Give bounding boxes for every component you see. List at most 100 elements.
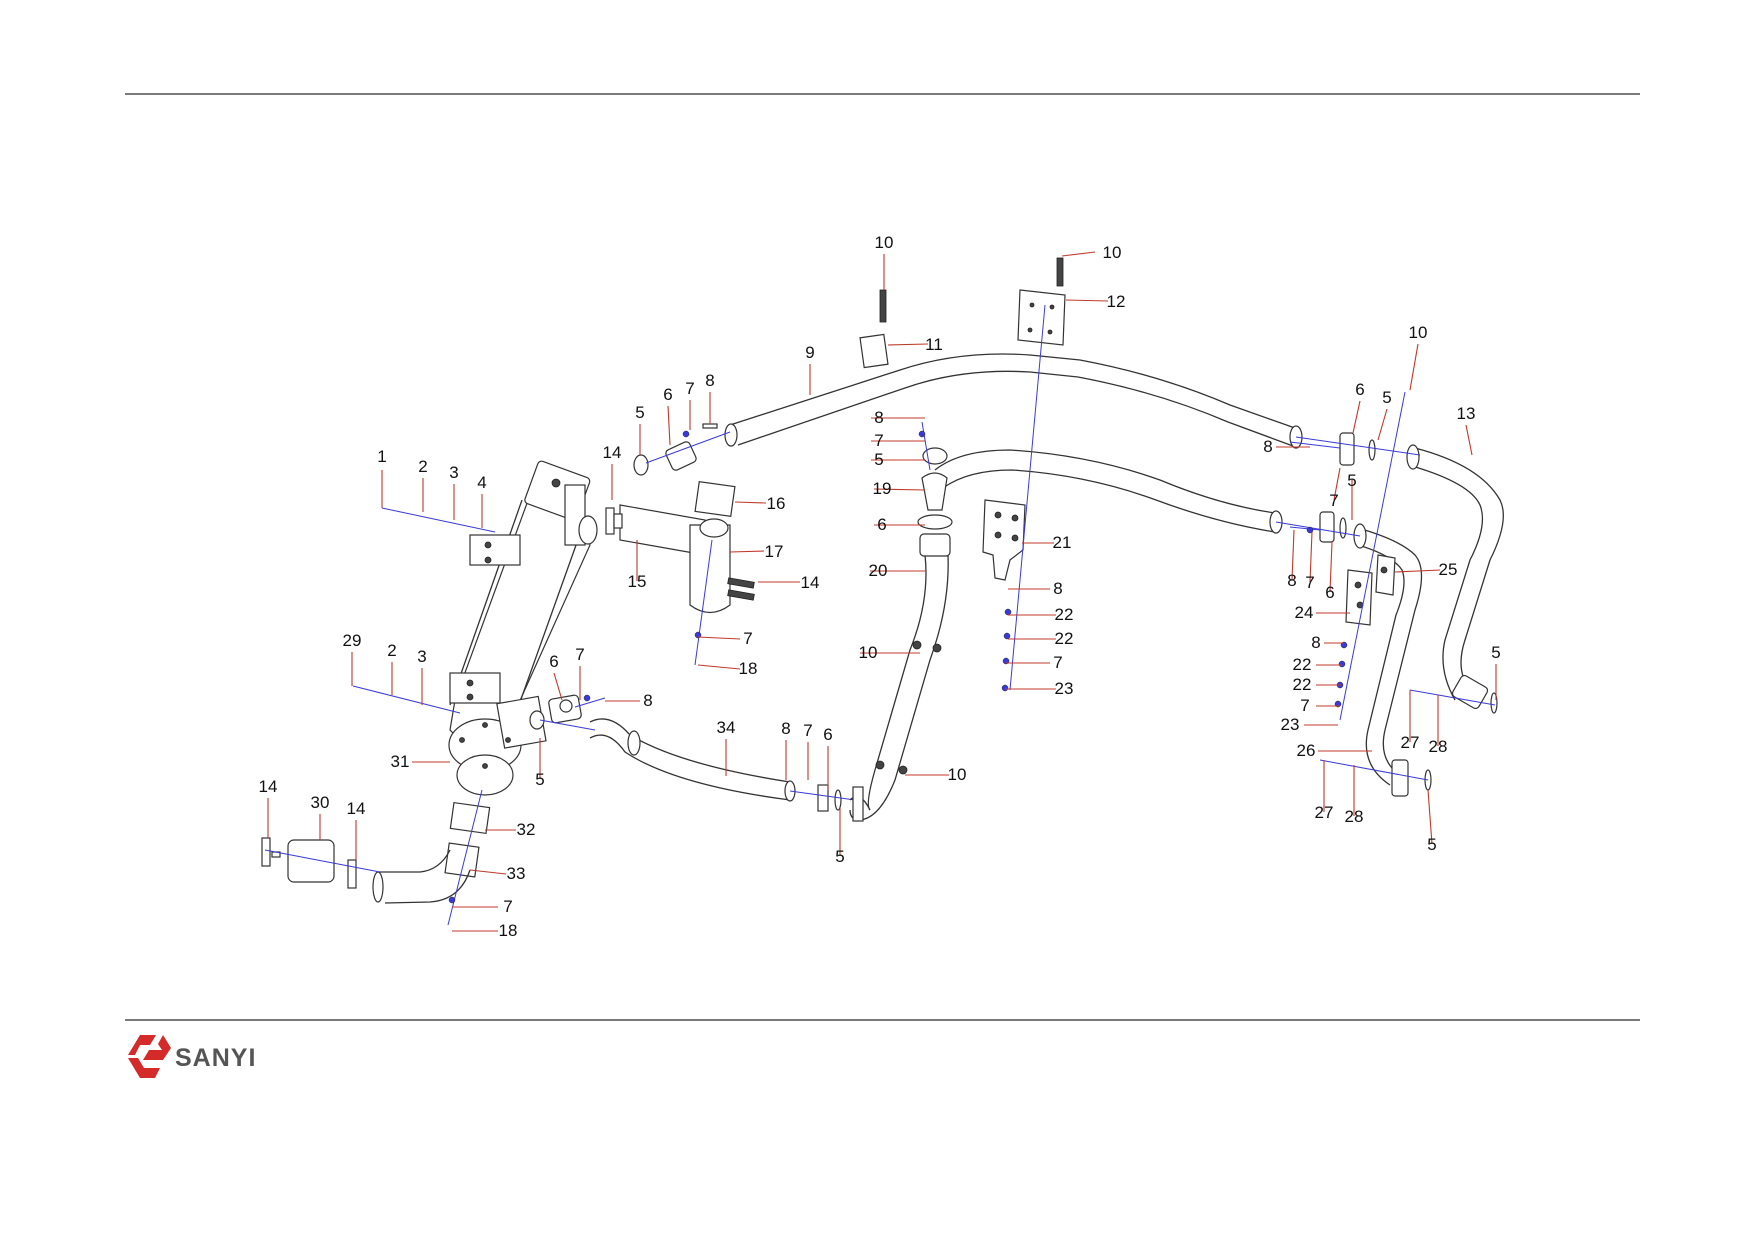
callout-number: 30	[311, 793, 330, 812]
callout-number: 4	[477, 473, 486, 492]
callout-number: 6	[549, 652, 558, 671]
callout-number: 7	[1300, 696, 1309, 715]
axis-8-right	[1289, 441, 1341, 449]
bracket-24-25	[1345, 554, 1396, 626]
callout-number: 17	[765, 542, 784, 561]
callout-number: 7	[1053, 653, 1062, 672]
callout-number: 6	[823, 725, 832, 744]
axis-24-stack	[1339, 391, 1406, 721]
flanges-right	[1275, 432, 1421, 543]
callout-number: 8	[705, 371, 714, 390]
callout-number: 5	[1427, 835, 1436, 854]
axis-bolt-1	[381, 507, 496, 533]
pipe-34	[529, 694, 796, 802]
callout-number: 7	[803, 721, 812, 740]
callout-number: 6	[1355, 380, 1364, 399]
callout-number: 15	[628, 572, 647, 591]
callout-number: 7	[874, 431, 883, 450]
callout-number: 5	[874, 450, 883, 469]
callout-number: 9	[805, 343, 814, 362]
leader-line	[734, 501, 767, 504]
axis-21-stack	[1009, 304, 1046, 691]
callout-number: 5	[1491, 643, 1500, 662]
leader-line	[1465, 424, 1473, 456]
callout-number: 7	[503, 897, 512, 916]
leader-line	[1061, 251, 1096, 257]
callout-number: 10	[1103, 243, 1122, 262]
callout-number: 7	[685, 379, 694, 398]
leader-line	[667, 405, 671, 446]
brand-name: SANYI	[175, 1044, 256, 1072]
callout-number: 19	[873, 479, 892, 498]
callout-number: 2	[418, 457, 427, 476]
leader-line	[1427, 789, 1433, 845]
leader-line	[1333, 467, 1341, 501]
callout-number: 5	[835, 847, 844, 866]
callout-number: 34	[717, 718, 736, 737]
axis-8-mid	[574, 697, 606, 708]
callout-number: 7	[575, 645, 584, 664]
axis-bolt-29	[352, 685, 461, 714]
callout-number: 5	[1382, 388, 1391, 407]
callout-number: 22	[1055, 629, 1074, 648]
leader-line	[697, 664, 741, 670]
callout-number: 6	[663, 385, 672, 404]
callout-number: 20	[869, 561, 888, 580]
leader-line	[1377, 408, 1388, 441]
callout-number: 18	[499, 921, 518, 940]
axis-8-right-2	[1289, 526, 1321, 531]
callout-number: 25	[1439, 560, 1458, 579]
callout-number: 28	[1345, 807, 1364, 826]
callout-number: 22	[1293, 655, 1312, 674]
callout-number: 5	[635, 403, 644, 422]
callout-number: 8	[1263, 437, 1272, 456]
callout-number: 1	[377, 447, 386, 466]
callout-number: 8	[1287, 571, 1296, 590]
callout-number: 2	[387, 641, 396, 660]
axis-19	[921, 421, 931, 471]
callout-number: 32	[517, 820, 536, 839]
bracket-21	[982, 499, 1026, 581]
pipe-13	[1406, 444, 1504, 714]
axis-27-upper	[1409, 689, 1496, 706]
pipe-middle	[934, 449, 1283, 534]
leader-line	[1309, 531, 1313, 583]
leader-line	[553, 672, 563, 701]
leader-line	[873, 488, 926, 491]
callout-number: 22	[1055, 605, 1074, 624]
callout-number: 10	[875, 233, 894, 252]
callout-number: 14	[259, 777, 278, 796]
callout-number: 11	[925, 335, 943, 354]
callout-number: 13	[1457, 404, 1476, 423]
callout-number: 23	[1281, 715, 1300, 734]
leader-line	[1291, 529, 1295, 581]
callout-number: 22	[1293, 675, 1312, 694]
axis-30	[264, 849, 381, 873]
callout-number: 10	[859, 643, 878, 662]
leader-line	[1352, 400, 1361, 434]
filter-assembly	[605, 480, 755, 614]
bracket-11	[859, 289, 889, 369]
heat-exchanger	[448, 460, 598, 796]
pipe-9	[724, 353, 1303, 449]
callout-number: 5	[535, 770, 544, 789]
callout-number: 7	[1329, 491, 1338, 510]
callout-number: 10	[1409, 323, 1428, 342]
fastener-stack	[448, 430, 1348, 904]
leader-line	[1329, 541, 1333, 593]
callout-number: 12	[1107, 292, 1126, 311]
callout-number: 8	[1053, 579, 1062, 598]
axis-18-upper	[694, 539, 713, 666]
callout-number: 14	[801, 573, 820, 592]
pipe-20	[849, 447, 953, 822]
callout-number: 7	[1305, 573, 1314, 592]
callout-number: 31	[391, 752, 410, 771]
callout-number: 10	[948, 765, 967, 784]
callout-number: 6	[877, 515, 886, 534]
callout-number: 8	[1311, 633, 1320, 652]
callout-number: 27	[1315, 803, 1334, 822]
callout-number: 23	[1055, 679, 1074, 698]
callout-number: 16	[767, 494, 786, 513]
